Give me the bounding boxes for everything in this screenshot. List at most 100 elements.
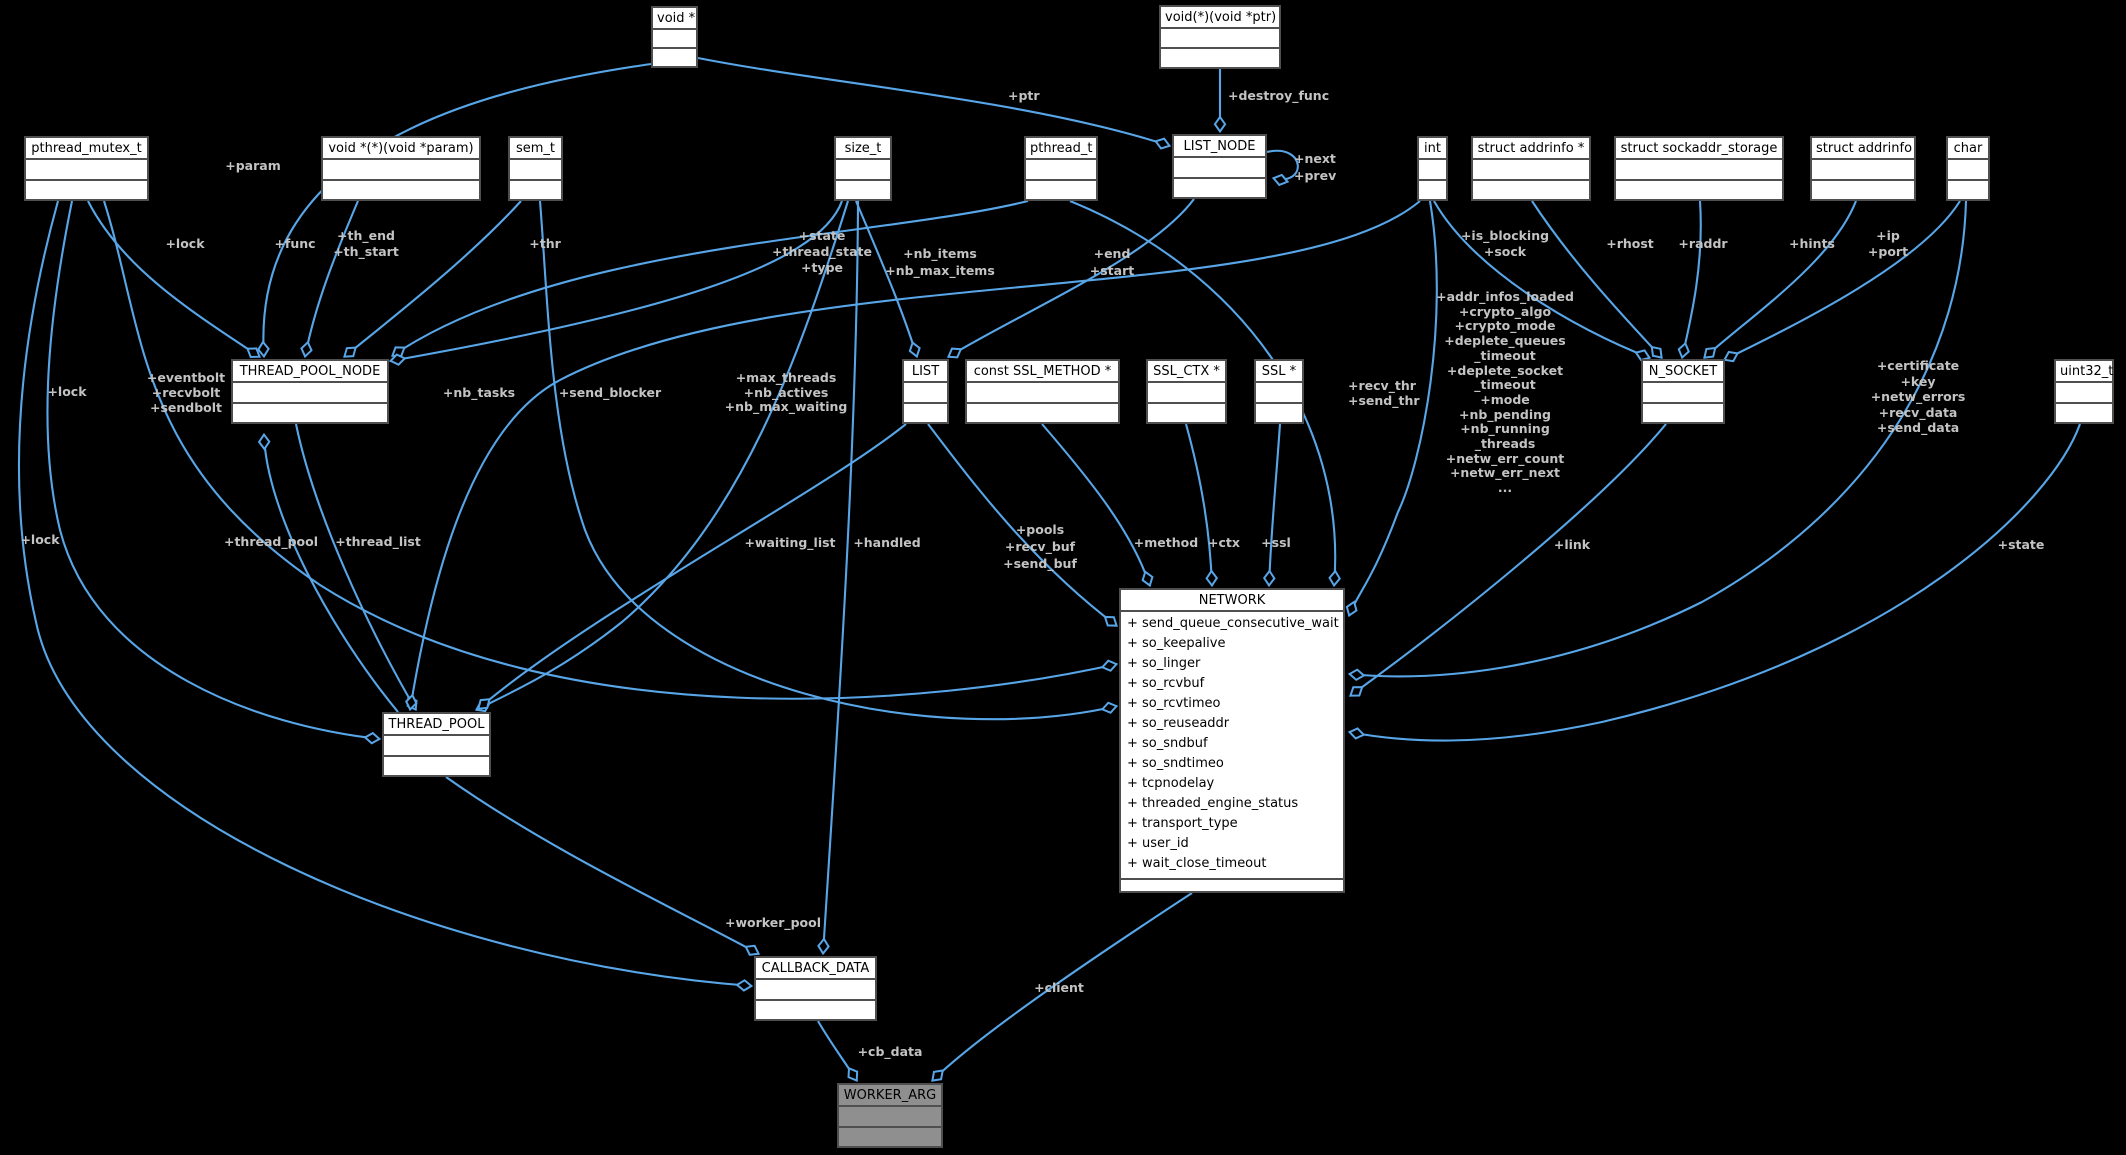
node-network[interactable]: NETWORK+ send_queue_consecutive_wait+ so… bbox=[1119, 588, 1345, 893]
edge-rhost bbox=[1531, 200, 1663, 359]
node-void-fn-param[interactable]: void *(*)(void *param) bbox=[321, 136, 481, 201]
node-title: sem_t bbox=[515, 141, 556, 156]
node-worker-arg[interactable]: WORKER_ARG bbox=[837, 1083, 943, 1148]
field-row: + threaded_engine_status bbox=[1127, 796, 1299, 811]
node-title: THREAD_POOL_NODE bbox=[239, 364, 381, 379]
edge-label-line: +thread_pool bbox=[223, 534, 319, 549]
edge-method bbox=[1041, 423, 1154, 588]
edge-th bbox=[343, 200, 522, 358]
methods-compartment bbox=[839, 1125, 941, 1147]
field-row: + tcpnodelay bbox=[1127, 776, 1215, 791]
edge-ctx bbox=[1184, 423, 1219, 588]
edge-label-end-start: +end+start bbox=[1090, 245, 1134, 279]
edge-nb-tasks bbox=[405, 200, 1421, 712]
methods-compartment bbox=[1256, 401, 1302, 423]
edge-label-line: +ptr bbox=[1008, 88, 1040, 103]
node-title: void * bbox=[657, 11, 696, 26]
edge-label-next-prev: +next+prev bbox=[1294, 150, 1336, 184]
node-ssl-method[interactable]: const SSL_METHOD * bbox=[965, 359, 1120, 424]
node-int[interactable]: int bbox=[1417, 136, 1448, 201]
methods-compartment bbox=[1148, 401, 1225, 423]
edge-label-line: +thr bbox=[529, 236, 561, 251]
edge-label-client: +client bbox=[1034, 980, 1084, 995]
methods-compartment bbox=[26, 178, 147, 200]
edge-label-line: +is_blocking bbox=[1460, 228, 1550, 243]
attributes-compartment bbox=[2056, 381, 2112, 402]
edge-next-prev bbox=[1266, 149, 1299, 187]
edge-label-line: +ip bbox=[1876, 228, 1900, 243]
methods-compartment bbox=[1812, 178, 1914, 200]
methods-compartment bbox=[233, 401, 387, 423]
node-addrinfo-ptr[interactable]: struct addrinfo * bbox=[1471, 136, 1591, 201]
edge-label-line: +hints bbox=[1789, 236, 1835, 251]
attributes-compartment bbox=[1026, 158, 1096, 179]
node-title: size_t bbox=[844, 141, 882, 156]
node-char[interactable]: char bbox=[1946, 136, 1990, 201]
edge-thread-pool bbox=[257, 432, 399, 713]
node-pthread-t[interactable]: pthread_t bbox=[1024, 136, 1098, 201]
methods-compartment bbox=[384, 754, 489, 776]
edge-label-line: +nb_tasks bbox=[442, 385, 516, 400]
node-pthread-mutex-t[interactable]: pthread_mutex_t bbox=[24, 136, 149, 201]
edge-label-line: +send_blocker bbox=[558, 385, 662, 400]
node-callback-data[interactable]: CALLBACK_DATA bbox=[754, 956, 877, 1021]
edge-label-line: +deplete_queues bbox=[1444, 333, 1566, 349]
node-sockaddr-storage[interactable]: struct sockaddr_storage bbox=[1614, 136, 1784, 201]
edge-state bbox=[1347, 423, 2081, 742]
edge-label-line: +state bbox=[1997, 537, 2045, 552]
node-thread-pool[interactable]: THREAD_POOL bbox=[382, 712, 491, 777]
edge-label-link: +link bbox=[1554, 537, 1590, 552]
attributes-compartment bbox=[1256, 381, 1302, 402]
methods-compartment bbox=[1174, 176, 1265, 198]
edge-label-lock-cb: +lock bbox=[20, 532, 59, 547]
edge-label-line: +netw_err_count bbox=[1445, 450, 1565, 466]
edge-label-line: +cb_data bbox=[857, 1044, 923, 1059]
edge-label-line: +netw_errors bbox=[1870, 389, 1966, 404]
node-title: N_SOCKET bbox=[1648, 364, 1718, 379]
node-list[interactable]: LIST bbox=[902, 359, 949, 424]
edge-label-ctx: +ctx bbox=[1208, 535, 1240, 550]
edge-link bbox=[1349, 423, 1667, 697]
node-void-ptr[interactable]: void * bbox=[651, 6, 698, 68]
node-void-fn-ptr[interactable]: void(*)(void *ptr) bbox=[1159, 5, 1281, 69]
attributes-compartment bbox=[510, 158, 561, 179]
node-ssl[interactable]: SSL * bbox=[1254, 359, 1304, 424]
edge-label-ssl: +ssl bbox=[1261, 535, 1291, 550]
node-thread-pool-node[interactable]: THREAD_POOL_NODE bbox=[231, 359, 389, 424]
edge-thread-list bbox=[294, 423, 418, 712]
edge-label-line: +end bbox=[1093, 246, 1131, 261]
edge-recv-send-thr bbox=[1069, 200, 1341, 588]
edge-label-line: +next bbox=[1294, 151, 1336, 166]
edge-label-line: +max_threads bbox=[735, 370, 837, 385]
edge-client bbox=[931, 892, 1193, 1082]
edge-ptr bbox=[697, 56, 1172, 150]
edge-lock-cb bbox=[17, 200, 754, 992]
methods-compartment bbox=[323, 178, 479, 200]
edge-thr bbox=[391, 199, 1029, 357]
edge-label-line: +recv_thr bbox=[1348, 378, 1416, 393]
methods-compartment bbox=[653, 47, 696, 66]
node-title: struct addrinfo * bbox=[1477, 141, 1585, 156]
field-row: + wait_close_timeout bbox=[1127, 856, 1267, 871]
edge-cb-data bbox=[817, 1020, 859, 1082]
node-addrinfo[interactable]: struct addrinfo bbox=[1810, 136, 1916, 201]
attributes-compartment bbox=[1616, 158, 1782, 179]
edge-label-line: ... bbox=[1497, 480, 1513, 496]
edge-nb-items bbox=[855, 200, 921, 359]
attributes-compartment bbox=[839, 1105, 941, 1126]
node-uint32-t[interactable]: uint32_t bbox=[2054, 359, 2114, 424]
attributes-compartment bbox=[233, 381, 387, 402]
node-list-node[interactable]: LIST_NODE bbox=[1172, 134, 1267, 199]
node-ssl-ctx[interactable]: SSL_CTX * bbox=[1146, 359, 1227, 424]
node-size-t[interactable]: size_t bbox=[834, 136, 892, 201]
node-title: void(*)(void *ptr) bbox=[1165, 10, 1277, 25]
edge-label-line: +link bbox=[1553, 537, 1591, 552]
node-sem-t[interactable]: sem_t bbox=[508, 136, 563, 201]
node-title: SSL * bbox=[1261, 364, 1297, 379]
edge-label-th: +th_end+th_start bbox=[333, 228, 399, 260]
methods-compartment bbox=[967, 401, 1118, 423]
field-row: + transport_type bbox=[1127, 816, 1238, 831]
edge-bolts bbox=[102, 200, 1119, 700]
node-n-socket[interactable]: N_SOCKET bbox=[1641, 359, 1725, 424]
edge-label-line: +thread_state bbox=[772, 244, 872, 259]
